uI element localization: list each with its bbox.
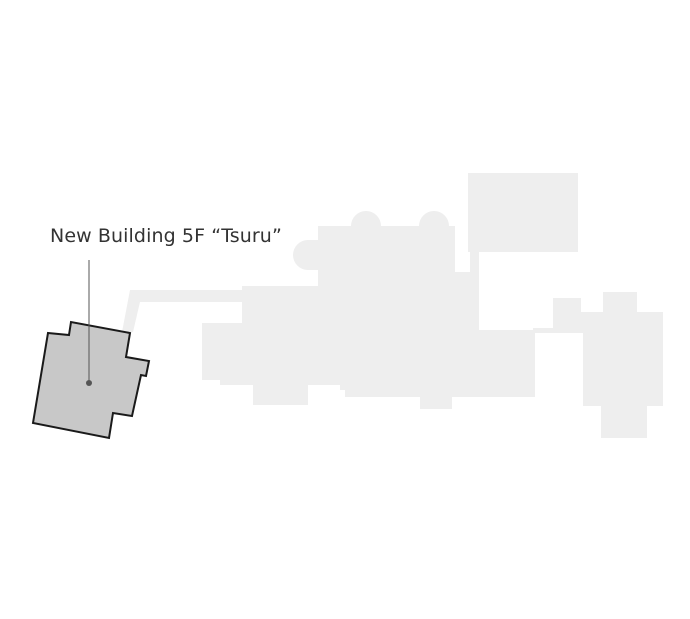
other-buildings [122,173,663,438]
building-label: New Building 5F “Tsuru” [50,225,282,247]
location-marker-dot [86,380,92,386]
north-block [468,173,578,252]
east-wing [553,292,663,438]
connector-corridor [122,290,245,332]
highlighted-building-tsuru[interactable] [31,320,151,440]
main-building [202,211,535,409]
